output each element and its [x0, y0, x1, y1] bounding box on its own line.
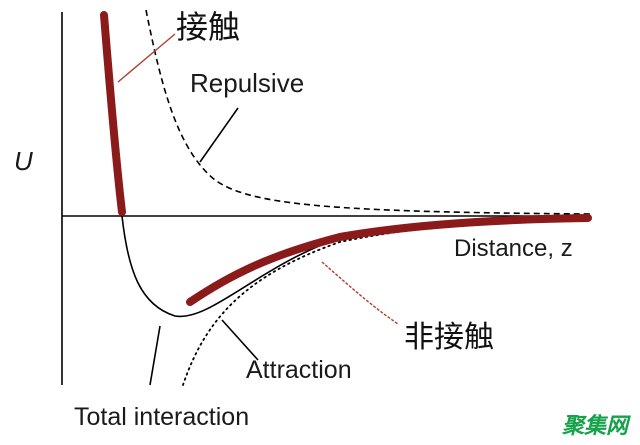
contact-label: 接触 [176, 8, 240, 46]
total-interaction-label: Total interaction [74, 403, 249, 431]
total-leader-line [149, 325, 161, 386]
repulsive-curve [145, 9, 591, 215]
repulsive-leader-line [199, 107, 239, 163]
x-axis-label: Distance, z [454, 235, 573, 262]
contact-region-highlight [100, 11, 126, 216]
non-contact-label: 非接触 [404, 320, 494, 355]
repulsive-label: Repulsive [190, 68, 304, 98]
attraction-label: Attraction [246, 356, 352, 384]
attraction-leader-line [221, 319, 259, 361]
y-axis-label: U [14, 146, 33, 176]
total-interaction-curve [103, 14, 591, 318]
contact-leader-line [117, 33, 176, 83]
non-contact-region-highlight [186, 214, 592, 306]
non-contact-leader-line [321, 261, 399, 325]
attraction-curve [182, 216, 591, 386]
watermark-logo: 聚集网 [561, 413, 631, 439]
